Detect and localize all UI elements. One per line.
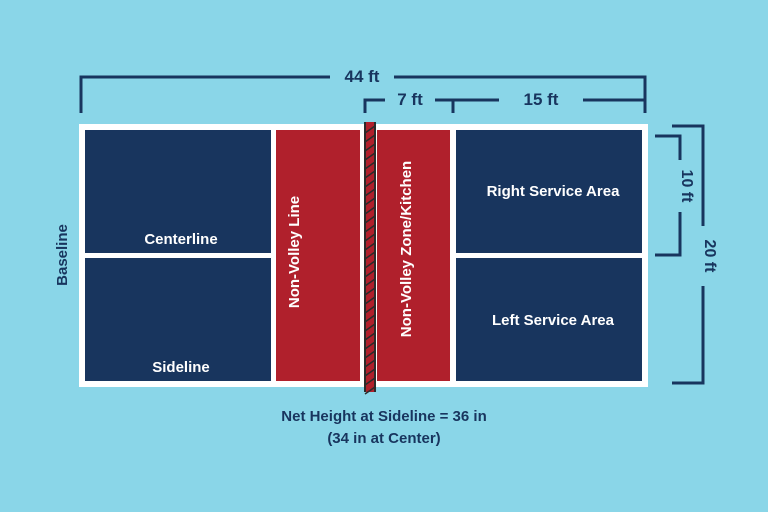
kitchen-depth-label: 7 ft <box>397 90 423 109</box>
right-service-area-box <box>456 130 642 253</box>
overall-width-dimension <box>672 124 705 385</box>
left-kitchen-zone <box>276 130 360 381</box>
net-height-center-note: (34 in at Center) <box>327 430 441 447</box>
overall-length-label: 44 ft <box>345 67 380 86</box>
service-width-label: 10 ft <box>678 170 695 204</box>
service-width-dimension <box>655 134 682 257</box>
net <box>364 122 376 395</box>
baseline-label: Baseline <box>54 224 71 286</box>
centerline-label: Centerline <box>144 231 217 248</box>
left-service-area-box <box>456 258 642 381</box>
right-kitchen-zone <box>377 130 450 381</box>
net-height-note: Net Height at Sideline = 36 in <box>281 408 487 425</box>
left-service-area-label: Left Service Area <box>492 312 615 329</box>
overall-width-label: 20 ft <box>701 240 718 274</box>
right-service-area-label: Right Service Area <box>487 183 620 200</box>
service-depth-label: 15 ft <box>524 90 559 109</box>
non-volley-line-label: Non-Volley Line <box>286 196 303 308</box>
sideline-label: Sideline <box>152 359 210 376</box>
kitchen-label: Non-Volley Zone/Kitchen <box>398 161 415 337</box>
left-court-lower-box <box>85 258 271 381</box>
kitchen-service-dimension <box>363 98 645 113</box>
left-court-upper-box <box>85 130 271 253</box>
